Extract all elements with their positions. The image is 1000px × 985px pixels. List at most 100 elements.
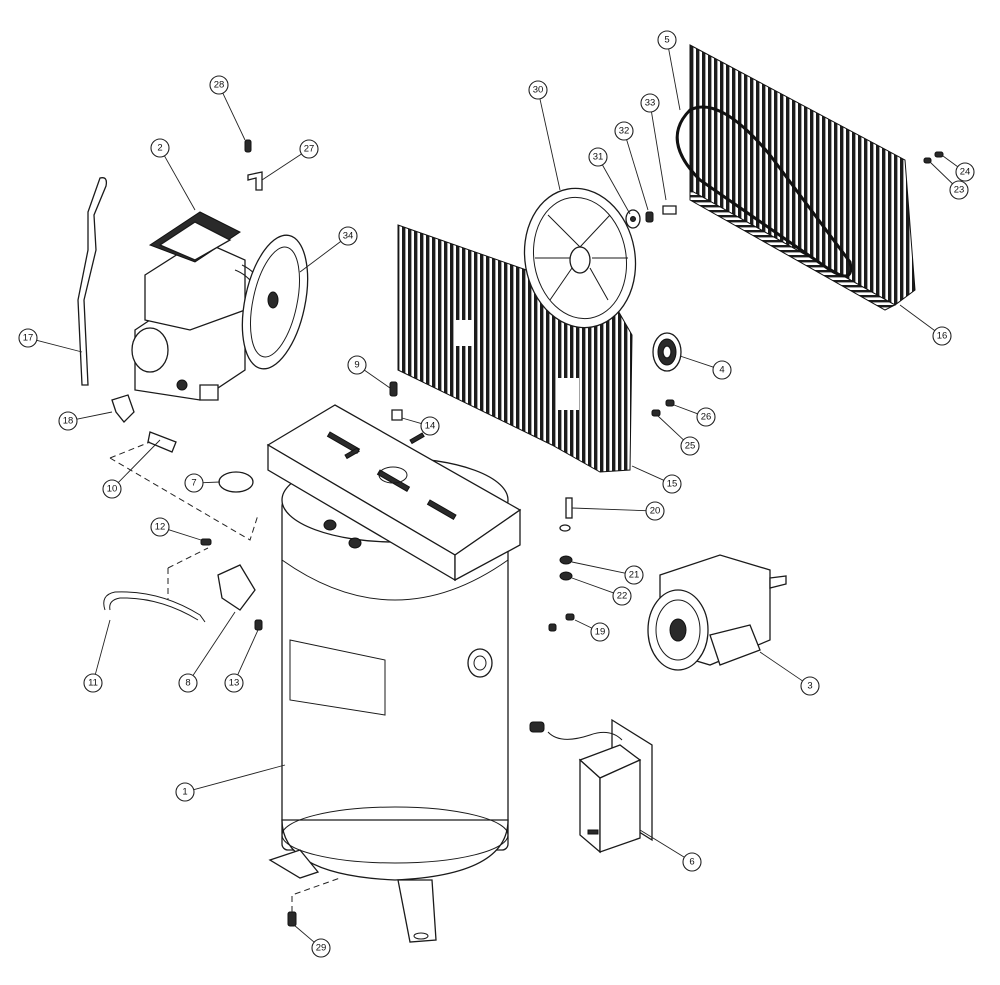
v-belt xyxy=(675,105,853,278)
callout-circle-33 xyxy=(640,93,660,113)
callout-number-18: 18 xyxy=(63,416,74,427)
callout-circle-21 xyxy=(624,565,644,585)
compressor-pump xyxy=(131,211,309,401)
callout-circle-3 xyxy=(800,676,820,696)
callout-number-29: 29 xyxy=(316,943,327,954)
callout-number-34: 34 xyxy=(343,231,354,242)
callout-number-1: 1 xyxy=(182,787,187,798)
callout-leader-16 xyxy=(899,304,936,332)
callout-number-16: 16 xyxy=(937,331,948,342)
callout-circle-28 xyxy=(209,75,229,95)
callout-number-6: 6 xyxy=(689,857,694,868)
callout-number-9: 9 xyxy=(354,360,359,371)
callout-number-13: 13 xyxy=(229,678,240,689)
callout-28: 28 xyxy=(209,75,229,95)
callout-circle-14 xyxy=(420,416,440,436)
callout-leader-14 xyxy=(401,417,422,424)
callout-23: 23 xyxy=(949,180,969,200)
callout-circle-5 xyxy=(657,30,677,50)
callout-circle-25 xyxy=(680,436,700,456)
callout-8: 8 xyxy=(178,673,198,693)
callout-layer: 1234567891011121314151617181920212223242… xyxy=(18,30,975,958)
callout-leader-3 xyxy=(759,651,803,682)
callout-24: 24 xyxy=(955,162,975,182)
callout-number-24: 24 xyxy=(960,167,971,178)
callout-number-20: 20 xyxy=(650,506,661,517)
callout-leader-32 xyxy=(626,139,649,211)
callout-circle-32 xyxy=(614,121,634,141)
callout-32: 32 xyxy=(614,121,634,141)
callout-number-3: 3 xyxy=(807,681,812,692)
callout-leader-4 xyxy=(679,355,714,368)
callout-16: 16 xyxy=(932,326,952,346)
callout-number-15: 15 xyxy=(667,479,678,490)
callout-leader-9 xyxy=(364,369,391,389)
callout-leader-33 xyxy=(651,111,667,201)
callout-leader-24 xyxy=(942,155,958,168)
callout-leader-2 xyxy=(164,155,196,211)
callout-number-21: 21 xyxy=(629,570,640,581)
callout-5: 5 xyxy=(657,30,677,50)
callout-leader-31 xyxy=(602,164,631,215)
callout-circle-23 xyxy=(949,180,969,200)
callout-circle-18 xyxy=(58,411,78,431)
callout-9: 9 xyxy=(347,355,367,375)
callout-25: 25 xyxy=(680,436,700,456)
callout-leader-13 xyxy=(237,629,259,675)
callout-leader-21 xyxy=(571,561,626,574)
callout-15: 15 xyxy=(662,474,682,494)
callout-number-31: 31 xyxy=(593,152,604,163)
callout-leader-30 xyxy=(539,98,561,191)
fittings xyxy=(103,139,944,927)
callout-17: 17 xyxy=(18,328,38,348)
callout-number-5: 5 xyxy=(664,35,669,46)
callout-34: 34 xyxy=(338,226,358,246)
callout-18: 18 xyxy=(58,411,78,431)
callout-circle-6 xyxy=(682,852,702,872)
callout-leader-26 xyxy=(673,404,698,415)
callout-6: 6 xyxy=(682,852,702,872)
callout-3: 3 xyxy=(800,676,820,696)
callout-leader-15 xyxy=(631,465,664,481)
callout-leader-12 xyxy=(168,529,202,541)
callout-number-19: 19 xyxy=(595,627,606,638)
callout-number-23: 23 xyxy=(954,185,965,196)
callout-circle-7 xyxy=(184,473,204,493)
motor-pulley xyxy=(652,332,682,372)
callout-circle-13 xyxy=(224,673,244,693)
callout-leader-19 xyxy=(574,619,593,629)
callout-number-2: 2 xyxy=(157,143,162,154)
callout-21: 21 xyxy=(624,565,644,585)
callout-circle-4 xyxy=(712,360,732,380)
callout-number-17: 17 xyxy=(23,333,34,344)
callout-number-12: 12 xyxy=(155,522,166,533)
callout-11: 11 xyxy=(83,673,103,693)
callout-19: 19 xyxy=(590,622,610,642)
callout-33: 33 xyxy=(640,93,660,113)
callout-leader-27 xyxy=(261,153,302,181)
callout-31: 31 xyxy=(588,147,608,167)
callout-circle-15 xyxy=(662,474,682,494)
callout-26: 26 xyxy=(696,407,716,427)
callout-leader-20 xyxy=(571,507,647,512)
dashed-guides xyxy=(109,441,341,912)
callout-circle-19 xyxy=(590,622,610,642)
callout-number-27: 27 xyxy=(304,144,315,155)
callout-number-32: 32 xyxy=(619,126,630,137)
callout-1: 1 xyxy=(175,782,195,802)
callout-number-33: 33 xyxy=(645,98,656,109)
callout-number-7: 7 xyxy=(191,478,196,489)
callout-leader-22 xyxy=(571,577,614,594)
callout-circle-30 xyxy=(528,80,548,100)
callout-leader-1 xyxy=(193,764,286,791)
flywheel xyxy=(523,187,637,329)
callout-29: 29 xyxy=(311,938,331,958)
callout-circle-22 xyxy=(612,586,632,606)
callout-leader-34 xyxy=(299,241,342,273)
callout-leader-8 xyxy=(192,611,236,676)
callout-number-11: 11 xyxy=(88,678,98,689)
dip-tube xyxy=(77,177,108,386)
callout-13: 13 xyxy=(224,673,244,693)
callout-circle-11 xyxy=(83,673,103,693)
